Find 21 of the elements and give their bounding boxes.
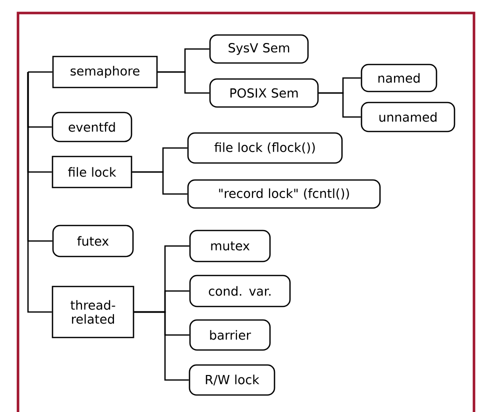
connector-line: [318, 92, 361, 118]
item-box: SysV Sem: [209, 34, 309, 64]
category-box: thread-related: [52, 286, 134, 338]
item-box: futex: [52, 224, 134, 258]
item-box: R/W lock: [188, 364, 276, 396]
item-box: file lock (flock()): [187, 132, 343, 164]
connector-line: [27, 72, 52, 313]
item-box: named: [360, 64, 438, 92]
category-box: semaphore: [52, 56, 158, 88]
item-box: mutex: [189, 230, 271, 262]
item-box: eventfd: [52, 112, 132, 142]
category-box: file lock: [52, 156, 132, 188]
item-box: "record lock" (fcntl()): [187, 179, 381, 209]
item-box: unnamed: [360, 102, 456, 132]
connector-line: [158, 71, 210, 94]
connector-line: [28, 71, 52, 73]
item-box: barrier: [189, 319, 271, 351]
item-box: POSIX Sem: [209, 78, 319, 108]
item-box: cond. var.: [189, 274, 291, 308]
connector-line: [132, 171, 188, 195]
connector-line: [134, 311, 189, 381]
